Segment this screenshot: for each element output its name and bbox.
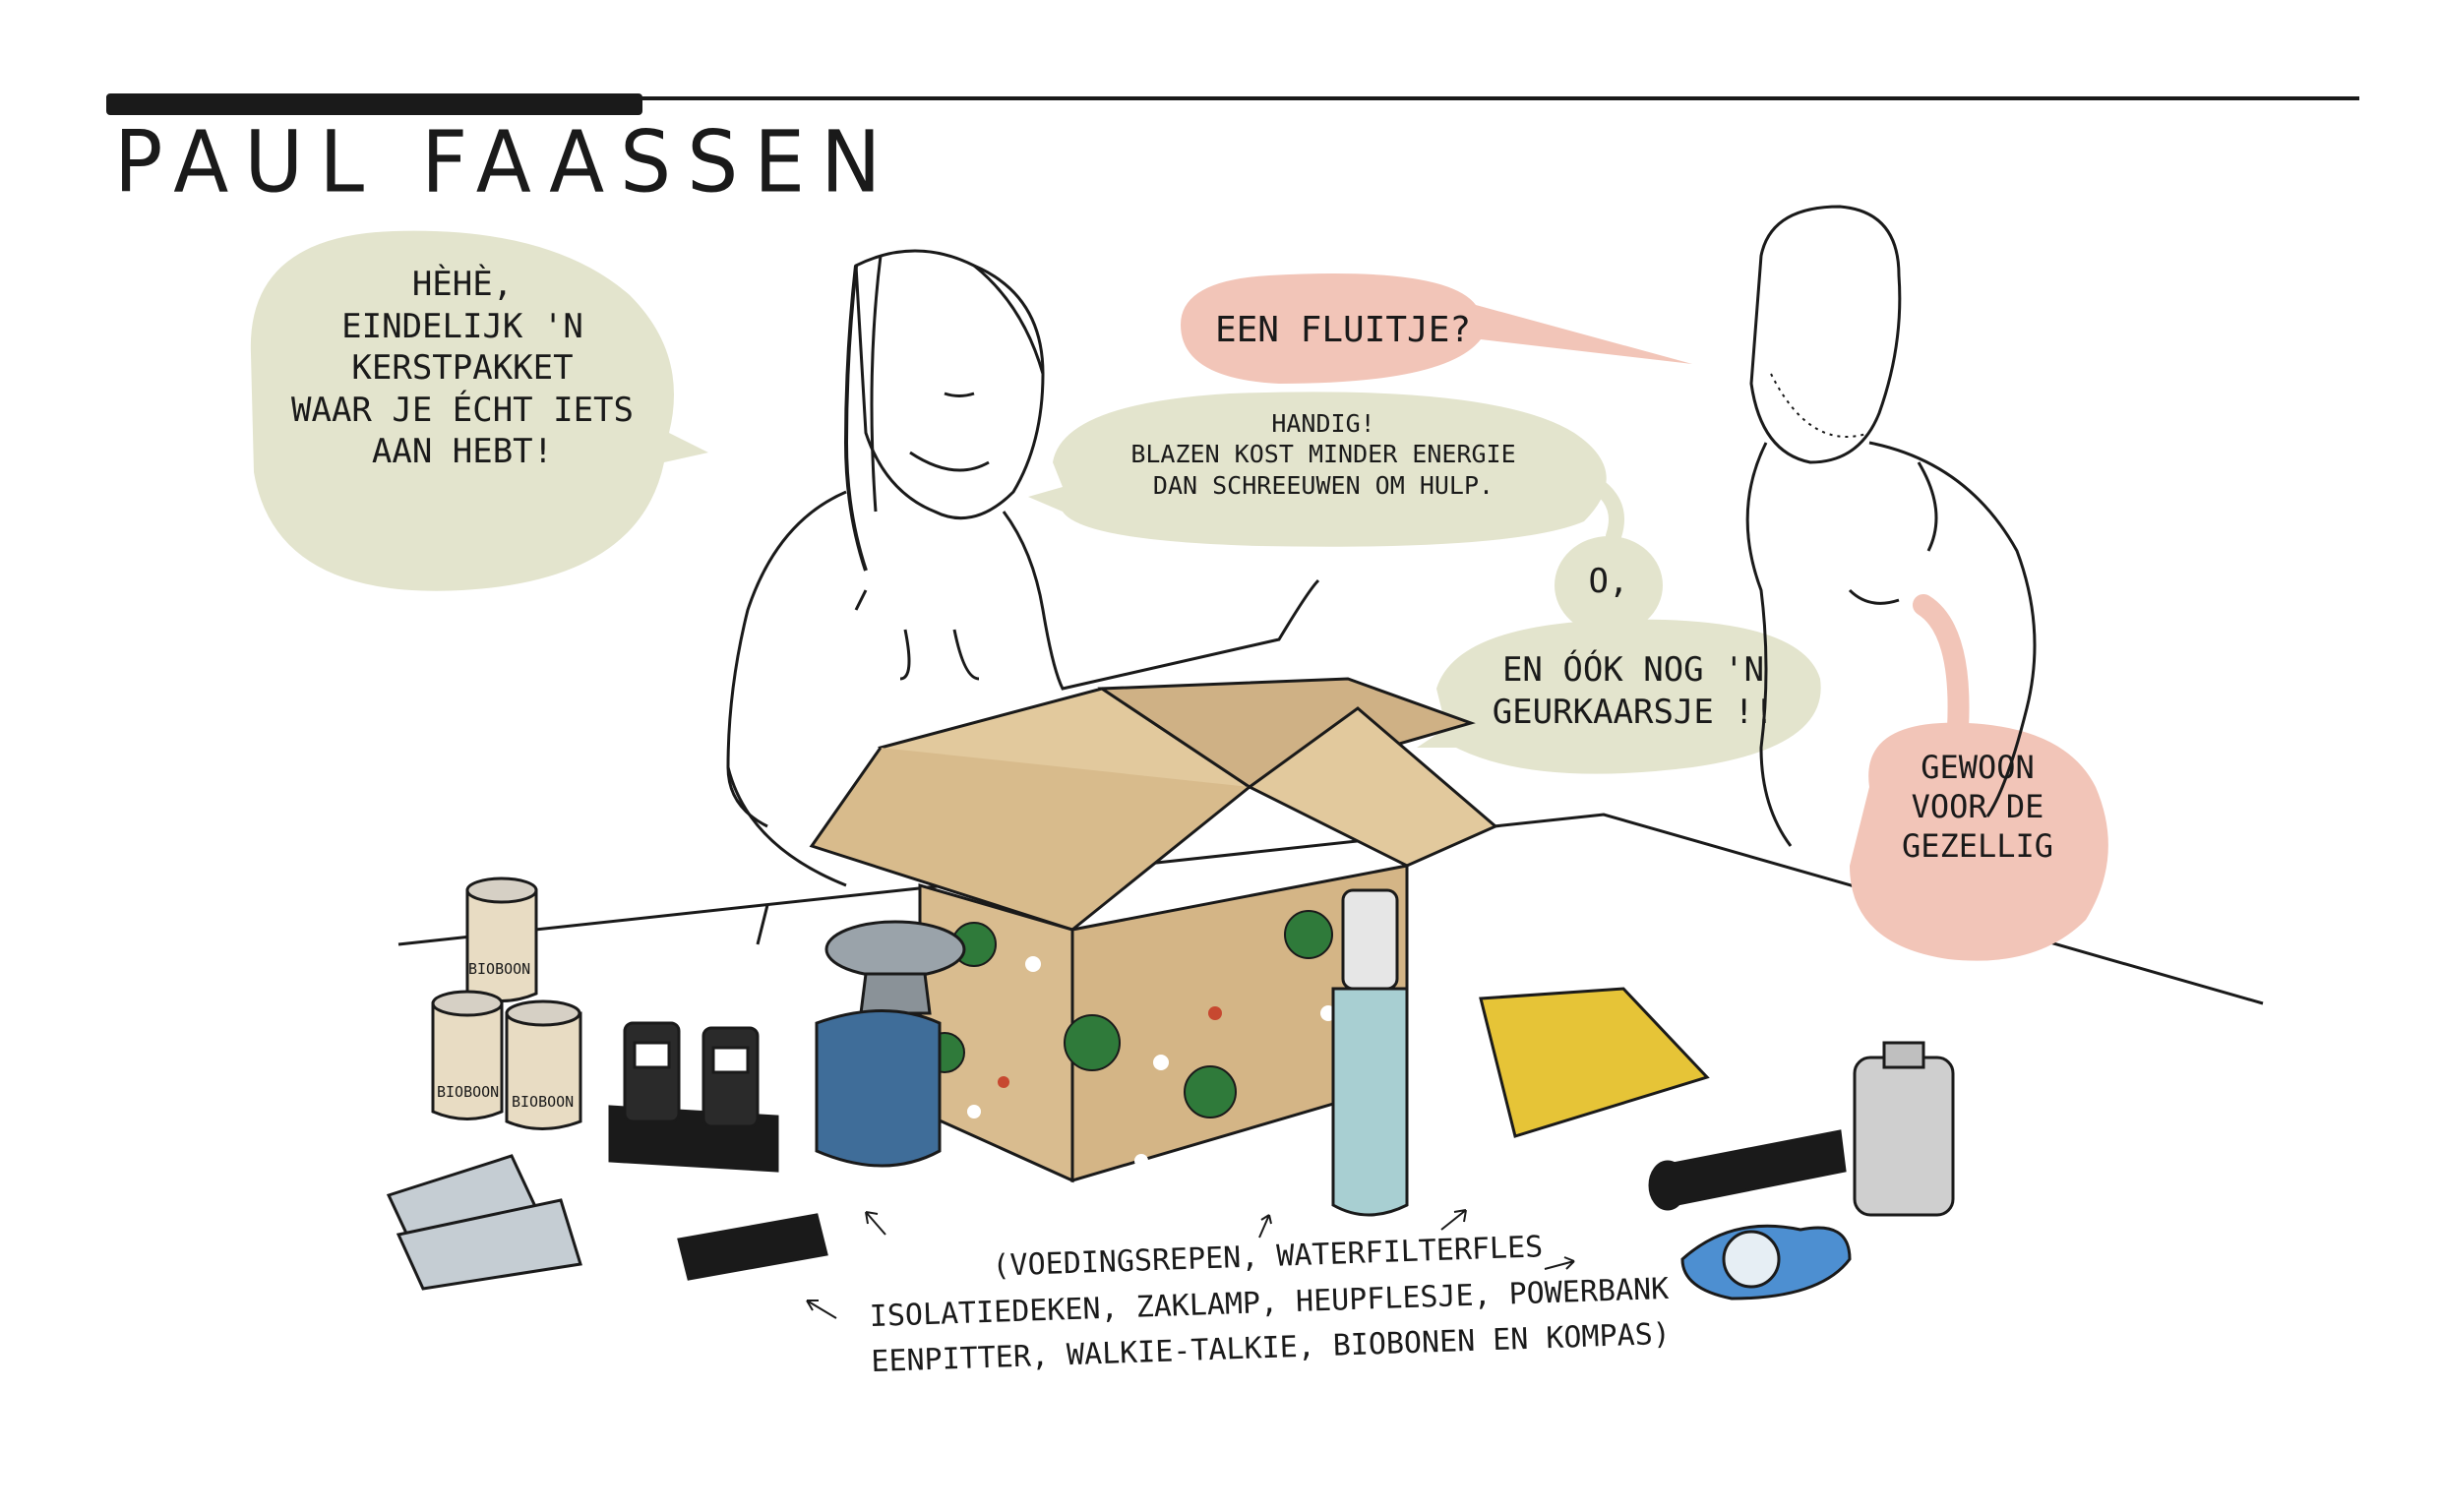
man xyxy=(1745,205,2037,847)
bubble-man-right xyxy=(1850,594,2108,961)
camping-stove xyxy=(815,920,966,1168)
can-label-right: BIOBOON xyxy=(512,1093,574,1111)
bean-cans xyxy=(431,877,582,1130)
flashlight xyxy=(1648,1129,1847,1211)
gift-box xyxy=(809,677,1498,1183)
speech-woman-left: HèHè, EINDELIJK 'N KERSTPAKKET WAAR JE É… xyxy=(291,265,634,471)
header-bar xyxy=(106,93,642,115)
hip-flask xyxy=(1853,1041,1955,1217)
speech-woman-middle: HANDIG! BLAZEN KOST MINDER ENERGIE DAN S… xyxy=(1130,409,1516,500)
caption-arrows xyxy=(806,1209,1575,1319)
bubble-man-top xyxy=(1181,273,1692,384)
bubble-woman-middle xyxy=(1028,392,1624,547)
contents-caption: (VOEDINGSREPEN, WATERFILTERFLES ISOLATIE… xyxy=(869,1230,1672,1380)
powerbank xyxy=(677,1213,828,1281)
bubble-woman-candle xyxy=(1417,619,1821,774)
woman xyxy=(726,249,1320,945)
header-rule xyxy=(106,96,2359,100)
speech-man-right: GEWOON VOOR DE GEZELLIG xyxy=(1901,749,2054,865)
author-name: PAUL FAASSEN xyxy=(114,113,897,212)
speech-man-top: EEN FLUITJE? xyxy=(1214,310,1472,350)
bubble-woman-left xyxy=(250,230,708,591)
walkie-talkies xyxy=(608,1021,779,1173)
compass xyxy=(1680,1224,1852,1300)
can-label-top: BIOBOON xyxy=(468,960,530,978)
speech-woman-o: O, xyxy=(1588,562,1629,601)
emergency-blanket xyxy=(1479,987,1710,1138)
bubble-woman-o xyxy=(1555,536,1663,635)
water-filter-bottle xyxy=(1331,888,1409,1217)
speech-woman-candle: EN ÓÓK NOG 'N GEURKAARSJE !! xyxy=(1492,650,1775,732)
food-bars xyxy=(386,1154,582,1291)
can-label-left: BIOBOON xyxy=(437,1083,499,1101)
